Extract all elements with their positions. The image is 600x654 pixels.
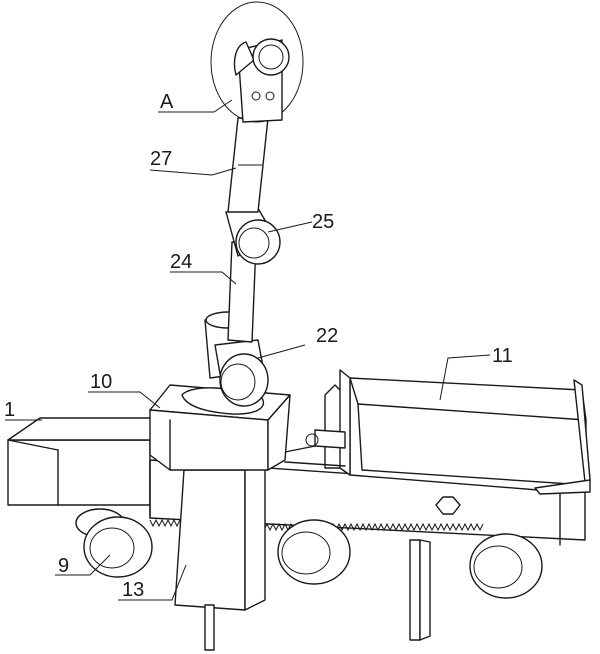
label-24: 24 <box>170 251 192 273</box>
support-rod-right <box>409 539 431 641</box>
collection-bin <box>284 369 591 495</box>
label-9: 9 <box>58 555 69 577</box>
leader-lines <box>5 99 491 601</box>
label-22: 22 <box>316 325 338 347</box>
reference-labels: A 27 25 24 22 10 11 1 9 13 <box>4 91 513 601</box>
label-25: 25 <box>312 211 334 233</box>
hex-bolt <box>435 496 461 515</box>
wheel-middle <box>277 519 351 585</box>
label-11: 11 <box>492 345 513 367</box>
label-a: A <box>160 91 174 113</box>
label-13: 13 <box>122 579 144 601</box>
base-beam <box>7 417 183 506</box>
label-1: 1 <box>4 399 15 421</box>
detail-a-region <box>210 1 304 123</box>
arm-27 <box>227 117 269 213</box>
label-27: 27 <box>150 148 172 170</box>
wheel-left <box>75 508 153 578</box>
vertical-column <box>174 467 266 651</box>
label-10: 10 <box>90 371 112 393</box>
joint-25 <box>225 204 281 265</box>
wheel-right <box>469 533 543 599</box>
